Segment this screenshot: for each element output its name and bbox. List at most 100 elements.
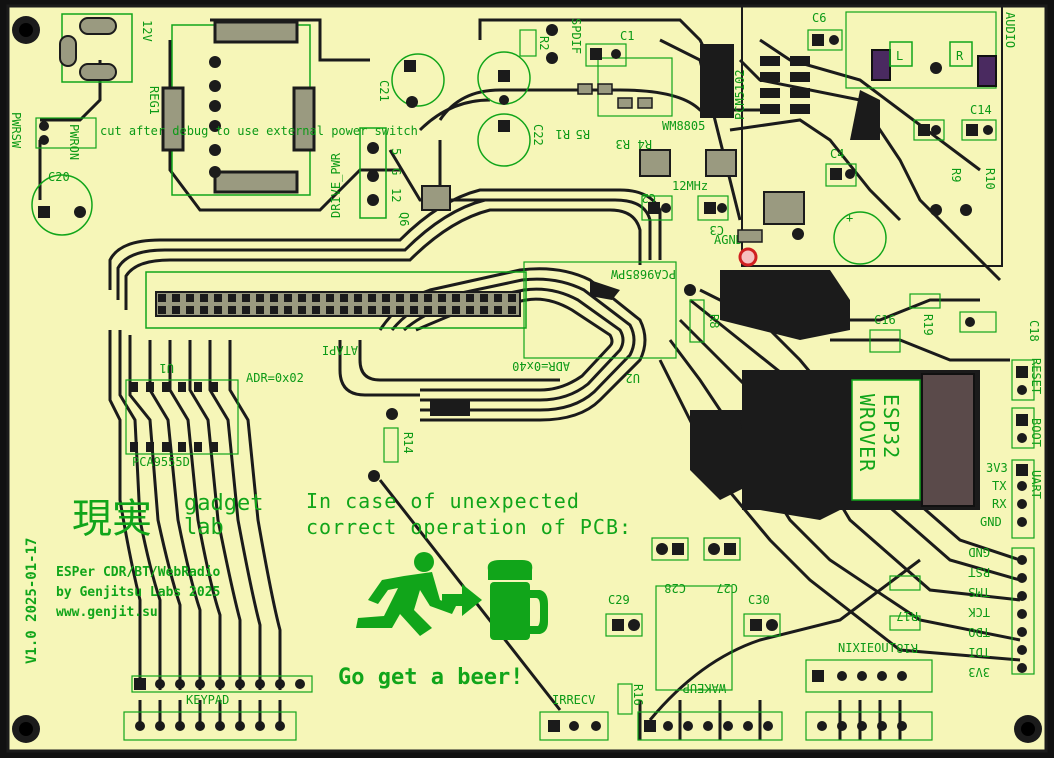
svg-text:AGND: AGND: [714, 233, 743, 247]
svg-text:REG1: REG1: [147, 86, 161, 115]
svg-text:12MHz: 12MHz: [672, 179, 708, 193]
svg-text:U1: U1: [160, 361, 174, 375]
svg-text:C2: C2: [642, 191, 656, 205]
svg-text:R18: R18: [896, 641, 918, 655]
message-line-1: In case of unexpected: [306, 489, 580, 513]
svg-text:3V3: 3V3: [986, 461, 1008, 475]
svg-text:V1.0 2025-01-17: V1.0 2025-01-17: [24, 538, 40, 664]
svg-text:R8: R8: [707, 314, 721, 328]
svg-text:PWRON: PWRON: [67, 124, 81, 160]
svg-text:G: G: [389, 168, 403, 175]
svg-text:R4: R4: [638, 137, 652, 151]
svg-text:TDO: TDO: [968, 625, 990, 639]
svg-text:R16: R16: [631, 684, 645, 706]
svg-text:by Genjitsu Labs 2025: by Genjitsu Labs 2025: [56, 585, 220, 600]
message: In case of unexpected correct operation …: [306, 489, 632, 690]
svg-text:3V3: 3V3: [968, 665, 990, 679]
svg-text:L: L: [896, 49, 903, 63]
message-cta: Go get a beer!: [338, 665, 523, 690]
svg-text:UART: UART: [1029, 470, 1043, 499]
svg-text:R: R: [956, 49, 964, 63]
svg-text:R5: R5: [576, 127, 590, 141]
svg-text:ADR=0x40: ADR=0x40: [512, 359, 570, 373]
svg-text:GND: GND: [980, 515, 1002, 529]
svg-text:BOOT: BOOT: [1029, 418, 1043, 447]
svg-text:C6: C6: [812, 11, 826, 25]
svg-text:WAKEUP: WAKEUP: [683, 681, 726, 695]
svg-text:C16: C16: [874, 313, 896, 327]
svg-text:C29: C29: [608, 593, 630, 607]
svg-text:R14: R14: [401, 432, 415, 454]
power-section: 12V REG1 PWRSW PWRON cut after debug to …: [9, 13, 451, 236]
logo-kanji: 現実: [72, 496, 152, 542]
running-man-icon: [356, 552, 456, 636]
dc-jack-pad: [79, 63, 117, 81]
svg-text:AUDIO: AUDIO: [1003, 12, 1017, 48]
svg-text:C18: C18: [1027, 320, 1041, 342]
svg-text:GND: GND: [968, 545, 990, 559]
dc-jack-pad: [59, 35, 77, 67]
board-info: ESPer CDR/BT/WebRadio by Genjitsu Labs 2…: [24, 538, 221, 664]
svg-text:R19: R19: [921, 314, 935, 336]
message-line-2: correct operation of PCB:: [306, 515, 632, 539]
dc-jack-pad: [79, 17, 117, 35]
svg-text:+: +: [846, 211, 853, 225]
svg-text:C20: C20: [48, 170, 70, 184]
arrow-right-icon: [442, 584, 482, 616]
svg-text:C27: C27: [716, 581, 738, 595]
svg-text:PCM5102: PCM5102: [733, 69, 747, 120]
svg-text:R9: R9: [949, 168, 963, 182]
svg-text:ESPer CDR/BT/WebRadio: ESPer CDR/BT/WebRadio: [56, 565, 221, 580]
svg-text:IRRECV: IRRECV: [552, 693, 595, 707]
svg-text:WROVER: WROVER: [855, 394, 879, 472]
svg-text:ATAPI: ATAPI: [322, 343, 358, 357]
svg-text:PCA9555D: PCA9555D: [132, 455, 190, 469]
svg-text:TDI: TDI: [968, 645, 990, 659]
svg-text:www.genjit.su: www.genjit.su: [56, 605, 158, 620]
svg-text:C30: C30: [748, 593, 770, 607]
svg-text:12: 12: [389, 188, 403, 202]
svg-text:5: 5: [389, 148, 403, 155]
logo-word-gadget: gadget: [184, 491, 263, 516]
svg-text:R3: R3: [616, 137, 630, 151]
svg-text:C21: C21: [377, 80, 391, 102]
svg-text:C22: C22: [531, 124, 545, 146]
svg-text:WM8805: WM8805: [662, 119, 705, 133]
svg-text:R1: R1: [556, 127, 570, 141]
agnd-test-point: [738, 247, 758, 267]
svg-text:Q6: Q6: [397, 212, 411, 226]
jack-label: 12V: [140, 20, 154, 42]
bottom-section: KEYPAD IRRECV R16 WAKEUP C28 C27 C29 C3: [123, 537, 933, 741]
svg-text:TCK: TCK: [968, 605, 990, 619]
svg-text:ADR=0x02: ADR=0x02: [246, 371, 304, 385]
svg-text:RESET: RESET: [1029, 358, 1043, 394]
svg-text:PWRSW: PWRSW: [9, 112, 23, 149]
svg-text:PCA9685PW: PCA9685PW: [610, 267, 676, 281]
esp32-section: ESP32 WROVER C16 C18 R19 RESET BOOT UART…: [742, 293, 1043, 679]
beer-mug-icon: [487, 560, 548, 640]
svg-text:TMS: TMS: [968, 585, 990, 599]
svg-text:C1: C1: [620, 29, 634, 43]
svg-text:TX: TX: [992, 479, 1007, 493]
audio-section: AUDIO L R C6 C14 R10 R9 C4 + PCM5102: [477, 5, 1017, 267]
svg-text:DRIVE_PWR: DRIVE_PWR: [329, 152, 343, 218]
logo: 現実 gadget lab: [72, 491, 263, 542]
ide-section: ATAPI ADR=0x02 U1 PCA9555D PCA9685PW ADR…: [125, 261, 721, 482]
svg-text:R10: R10: [983, 168, 997, 190]
svg-text:SPDIF: SPDIF: [569, 18, 583, 54]
svg-text:C28: C28: [664, 581, 686, 595]
svg-text:C14: C14: [970, 103, 992, 117]
svg-text:ESP32: ESP32: [879, 394, 903, 459]
svg-text:RX: RX: [992, 497, 1007, 511]
svg-text:R2: R2: [537, 36, 551, 50]
logo-word-lab: lab: [184, 515, 224, 540]
mounting-hole-icon: [12, 16, 1042, 743]
svg-text:U2: U2: [626, 371, 640, 385]
svg-text:C4: C4: [830, 147, 844, 161]
svg-text:KEYPAD: KEYPAD: [186, 693, 229, 707]
svg-text:NIXIEOUT: NIXIEOUT: [838, 641, 896, 655]
svg-text:C3: C3: [710, 223, 724, 237]
svg-text:RST: RST: [968, 565, 990, 579]
svg-text:cut after debug to use externa: cut after debug to use external power sw…: [100, 124, 418, 138]
